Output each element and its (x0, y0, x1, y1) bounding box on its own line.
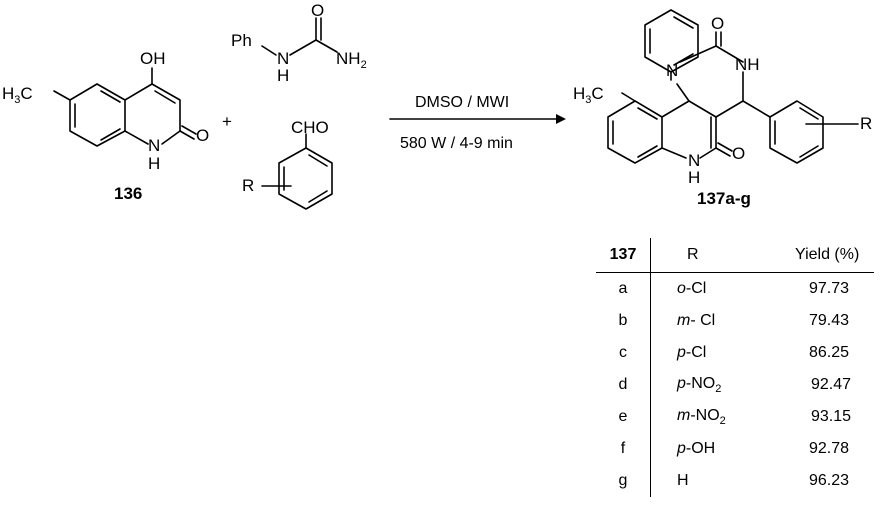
product-nh-label: NH (735, 55, 760, 74)
product-r-label: R (860, 114, 872, 133)
product-h-bottom-label: H (688, 168, 700, 187)
row-substituent: p-NO2 (677, 374, 722, 396)
nh2-label: NH2 (336, 49, 367, 71)
compound-137-label: 137a-g (697, 189, 751, 208)
row-substituent: m-NO2 (677, 406, 726, 428)
phenylurea-structure (261, 17, 338, 56)
row-substituent: m- Cl (677, 312, 716, 329)
row-compound-id: f (596, 433, 651, 465)
benzaldehyde-structure (261, 133, 333, 210)
yield-table: 137 R Yield (%) a o-Cl 97.73 b m- Cl 79.43 c p-… (596, 238, 874, 497)
product-o-bottom-label: O (732, 144, 745, 163)
urea-h-label: H (277, 66, 289, 85)
ph-label: Ph (231, 31, 252, 50)
row-substituent: o-Cl (677, 280, 707, 297)
aldehyde-r-label: R (242, 176, 254, 195)
row-compound-id: d (596, 369, 651, 401)
row-substituent: p-Cl (677, 344, 707, 361)
row-substituent: p-OH (677, 440, 716, 457)
row-yield: 96.23 (809, 472, 850, 489)
condition-solvent: DMSO / MWI (415, 94, 509, 111)
table-row: d p-NO2 92.47 (596, 369, 874, 401)
condition-power-time: 580 W / 4-9 min (400, 135, 513, 152)
header-compound: 137 (596, 238, 651, 273)
row-compound-id: e (596, 401, 651, 433)
table-row: c p-Cl 86.25 (596, 337, 874, 369)
row-compound-id: c (596, 337, 651, 369)
row-yield: 97.73 (809, 280, 850, 297)
plus-sign: + (222, 112, 232, 131)
row-yield: 92.78 (809, 440, 850, 457)
ring-n-label: N (148, 136, 160, 155)
product-n1-label: N (666, 61, 678, 80)
product-137-structure (607, 9, 859, 164)
compound-136-label: 136 (114, 184, 142, 203)
table-row: e m-NO2 93.15 (596, 401, 874, 433)
carbonyl-o-label: O (196, 126, 209, 145)
row-substituent: H (677, 472, 689, 489)
hydroxyl-label: OH (140, 49, 166, 68)
row-compound-id: b (596, 305, 651, 337)
cho-label: CHO (291, 118, 329, 137)
urea-n-label: N (277, 49, 289, 68)
row-compound-id: a (596, 272, 651, 305)
row-yield: 93.15 (811, 408, 852, 425)
row-yield: 79.43 (809, 312, 850, 329)
product-o-top-label: O (711, 14, 724, 33)
table-row: a o-Cl 97.73 (596, 272, 874, 305)
header-yield: Yield (%) (791, 238, 874, 273)
arrowhead (556, 114, 566, 124)
table-body: a o-Cl 97.73 b m- Cl 79.43 c p-Cl 86.25 d p-NO2 92.… (596, 272, 874, 497)
table-header-row: 137 R Yield (%) (596, 238, 874, 273)
urea-o-label: O (311, 1, 324, 20)
row-compound-id: g (596, 465, 651, 497)
table-row: f p-OH 92.78 (596, 433, 874, 465)
reactant-136-structure (53, 67, 197, 147)
row-yield: 92.47 (811, 376, 852, 393)
product-n-bottom-label: N (688, 151, 700, 170)
ring-h-label: H (148, 154, 160, 173)
table-row: b m- Cl 79.43 (596, 305, 874, 337)
table-row: g H 96.23 (596, 465, 874, 497)
methyl-label: H3C (2, 84, 33, 106)
product-methyl-label: H3C (573, 84, 604, 106)
header-r: R (650, 238, 791, 273)
row-yield: 86.25 (809, 344, 850, 361)
